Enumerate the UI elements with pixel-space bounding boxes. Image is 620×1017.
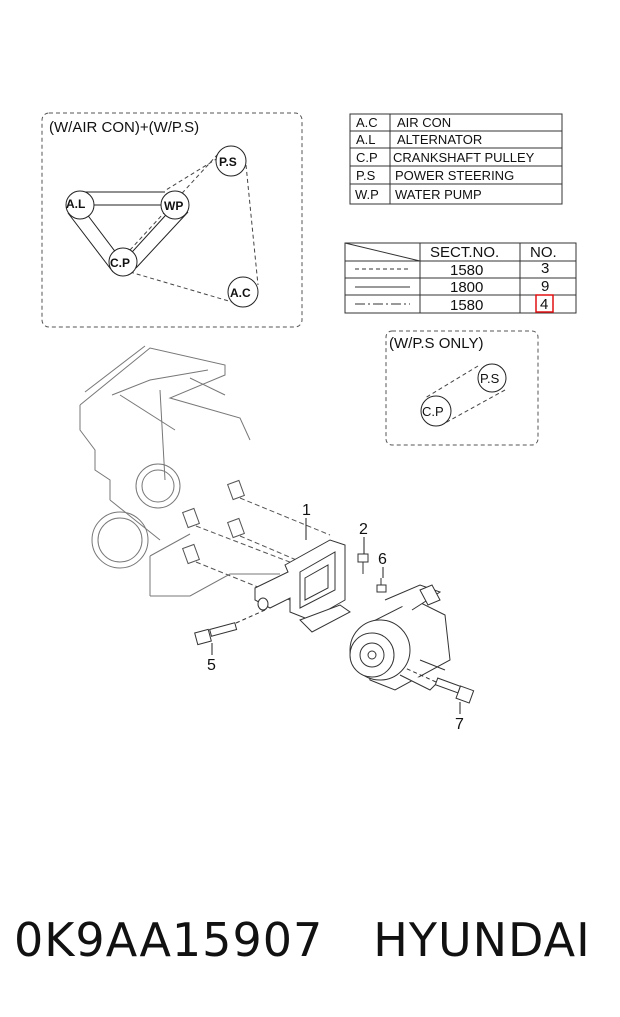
section-table: SECT.NO. NO. 1580 3 1800 9 1580 4: [344, 242, 577, 314]
abbr-code: A.L: [356, 132, 376, 147]
pulley-label-power-steering: P.S: [219, 155, 237, 169]
abbr-code: W.P: [355, 187, 379, 202]
caption: 0K9AA15907 HYUNDAI: [14, 905, 614, 975]
section-no-value-highlighted: 4: [540, 296, 548, 313]
ac-compressor: [349, 584, 451, 691]
pulley-label-power-steering-2: P.S: [480, 371, 500, 386]
callout-6: 6: [378, 551, 387, 568]
bolt-5: [194, 609, 266, 646]
pulley-label-crankshaft: C.P: [110, 256, 130, 270]
pulley-label-alternator: A.L: [66, 197, 85, 211]
abbr-meaning: POWER STEERING: [395, 168, 514, 183]
abbr-code: P.S: [356, 168, 376, 183]
abbr-code: A.C: [356, 115, 378, 130]
section-sect-value: 1800: [450, 279, 483, 296]
engine-studs: [181, 479, 331, 601]
pulley-label-air-con: A.C: [230, 286, 251, 300]
abbreviation-table: A.C AIR CON A.L ALTERNATOR C.P CRANKSHAF…: [349, 113, 563, 205]
section-header-no: NO.: [530, 244, 557, 261]
belt-routing-title: (W/AIR CON)+(W/P.S): [49, 119, 199, 136]
highlight-box: [535, 294, 554, 313]
abbr-meaning: AIR CON: [397, 115, 451, 130]
abbr-meaning: WATER PUMP: [395, 187, 482, 202]
part-number: 0K9AA15907: [14, 913, 324, 967]
bolt-6: [376, 578, 387, 593]
section-no-value: 3: [541, 260, 549, 277]
abbr-code: C.P: [356, 150, 378, 165]
bolt-7: [404, 667, 475, 704]
abbr-meaning: ALTERNATOR: [397, 132, 482, 147]
engine-block-drawing: [79, 345, 280, 597]
callout-1: 1: [302, 502, 311, 519]
section-no-value: 9: [541, 278, 549, 295]
bolt-2: [357, 553, 369, 574]
section-sect-value: 1580: [450, 297, 483, 314]
pulley-label-crankshaft-2: C.P: [422, 404, 444, 419]
section-header-sect: SECT.NO.: [430, 244, 499, 261]
callout-leaders: [211, 518, 461, 714]
belt-routing-box-ps-only: (W/P.S ONLY) P.S C.P: [385, 330, 539, 446]
compressor-bracket: [254, 539, 351, 633]
callout-7: 7: [455, 716, 464, 733]
pulley-label-water-pump: WP: [164, 199, 183, 213]
section-sect-value: 1580: [450, 262, 483, 279]
belt-routing-box-full: (W/AIR CON)+(W/P.S) A.L WP P.S C.P A.C: [41, 112, 303, 328]
abbr-meaning: CRANKSHAFT PULLEY: [393, 150, 535, 165]
belt-routing-title-ps-only: (W/P.S ONLY): [389, 335, 483, 352]
callout-5: 5: [207, 657, 216, 674]
brand-name: HYUNDAI: [373, 913, 591, 967]
callout-2: 2: [359, 521, 368, 538]
